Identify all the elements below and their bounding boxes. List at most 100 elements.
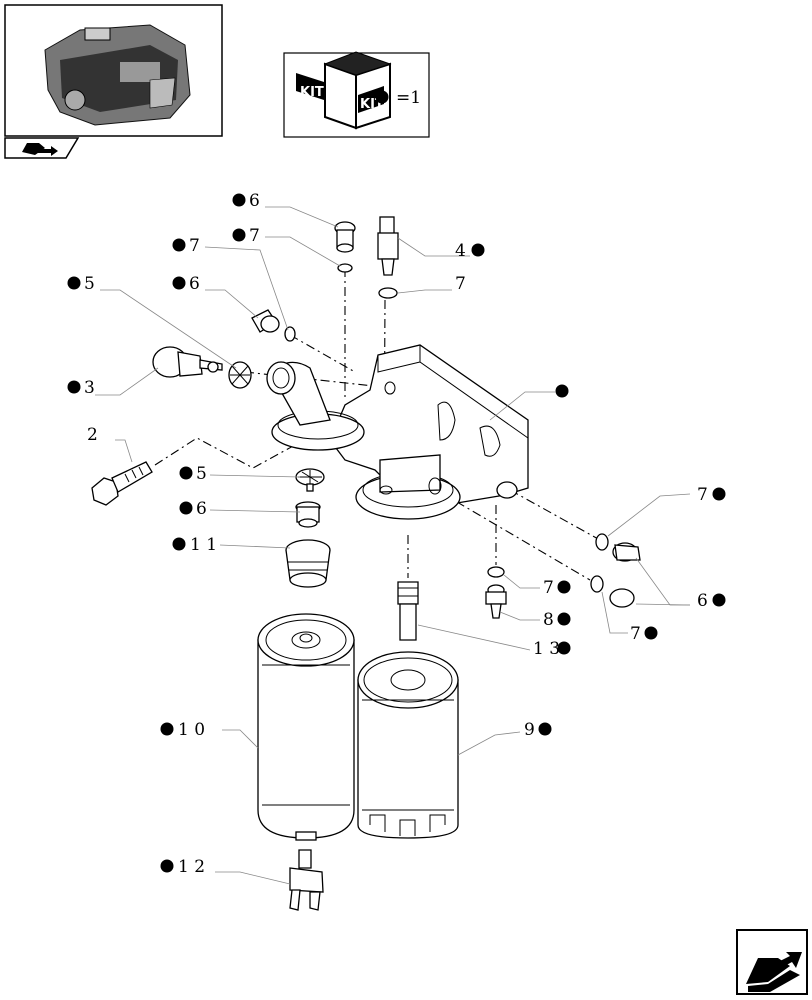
kit-bullet-icon xyxy=(172,238,186,252)
kit-bullet-icon xyxy=(557,612,571,626)
callout-number: 7 xyxy=(189,236,200,256)
callout-number: 8 xyxy=(543,610,554,630)
engine-icon xyxy=(44,24,191,126)
oring-top-7 xyxy=(337,263,353,273)
kit-bullet-icon xyxy=(538,722,552,736)
adapter-11 xyxy=(285,539,331,588)
plug-8 xyxy=(485,584,507,619)
callout-number: 5 xyxy=(84,274,95,294)
kit-bullet-icon xyxy=(179,466,193,480)
callout-number: 6 xyxy=(249,191,260,211)
callout-6c[interactable]: 6 xyxy=(179,499,207,519)
callout-6d[interactable]: 6 xyxy=(697,591,726,611)
kit-bullet-icon xyxy=(172,276,186,290)
filter-head-housing xyxy=(266,344,529,520)
plug-left-6 xyxy=(251,309,280,333)
kit-bullet-icon xyxy=(67,276,81,290)
kit-legend: KIT KIT =1 xyxy=(283,51,430,138)
callout-10[interactable]: 1 0 xyxy=(160,720,206,740)
primer-pump-3 xyxy=(152,346,223,378)
callout-5a[interactable]: 5 xyxy=(67,274,95,294)
callout-number: 1 0 xyxy=(178,720,205,740)
callout-3[interactable]: 3 xyxy=(67,378,95,398)
callout-number: 5 xyxy=(196,464,207,484)
callout-number: 6 xyxy=(697,591,708,611)
callout-number: 7 xyxy=(697,485,708,505)
callout-number: 4 xyxy=(455,241,466,261)
callout-number: 1 1 xyxy=(190,535,217,555)
callout-9[interactable]: 9 xyxy=(524,720,552,740)
kit-bullet-icon xyxy=(644,626,658,640)
kit-bullet-icon xyxy=(471,243,485,257)
drain-valve-12 xyxy=(289,849,324,911)
callout-12[interactable]: 1 2 xyxy=(160,857,206,877)
oring-7-lower xyxy=(487,566,505,578)
kit-bullet-icon xyxy=(555,384,569,398)
callout-number: 1 2 xyxy=(178,857,205,877)
nipple-13 xyxy=(397,581,419,641)
bolt-2 xyxy=(91,461,153,506)
callout-4[interactable]: 4 xyxy=(455,241,485,261)
kit-bullet-icon xyxy=(375,90,389,104)
callout-number: 7 xyxy=(455,274,466,294)
callout-11[interactable]: 1 1 xyxy=(172,535,218,555)
book-arrow-icon xyxy=(22,143,58,156)
callouts: 6 7 7 4 5 6 7 3 2 5 6 1 1 7 7 8 6 7 1 3 … xyxy=(67,191,726,877)
callout-number: 9 xyxy=(524,720,535,740)
callout-number: 1 3 xyxy=(533,639,560,659)
nav-back-tab[interactable] xyxy=(4,137,80,159)
plug-6 xyxy=(295,501,321,528)
pressure-sensor-4 xyxy=(377,216,399,276)
kit-bullet-icon xyxy=(67,380,81,394)
plug-right-6a xyxy=(612,542,641,562)
oring-right-7b xyxy=(590,575,604,593)
callout-number: 3 xyxy=(84,378,95,398)
callout-number: 7 xyxy=(249,226,260,246)
leader-lines xyxy=(95,206,691,885)
callout-6b[interactable]: 6 xyxy=(172,274,200,294)
callout-5b[interactable]: 5 xyxy=(179,464,207,484)
kit-bullet-icon xyxy=(557,580,571,594)
valve-disc-5 xyxy=(295,468,325,492)
plug-top-6 xyxy=(334,221,356,253)
callout-7e[interactable]: 7 xyxy=(543,578,571,598)
kit-bullet-icon xyxy=(160,859,174,873)
callout-1[interactable] xyxy=(555,384,569,398)
callout-number: 7 xyxy=(543,578,554,598)
oring-right-7a xyxy=(595,533,609,551)
callout-number: 7 xyxy=(630,624,641,644)
kit-equals-text: =1 xyxy=(396,88,421,108)
kit-bullet-icon xyxy=(712,487,726,501)
oil-filter-9 xyxy=(357,651,459,839)
kit-bullet-icon xyxy=(557,641,571,655)
callout-number: 6 xyxy=(189,274,200,294)
kit-bullet-icon xyxy=(232,228,246,242)
next-page-arrow-icon xyxy=(746,952,802,992)
callout-13[interactable]: 1 3 xyxy=(533,639,571,659)
oring-sensor-7 xyxy=(378,287,398,299)
kit-bullet-icon xyxy=(172,537,186,551)
callout-7d[interactable]: 7 xyxy=(697,485,726,505)
callout-number: 2 xyxy=(87,425,98,445)
kit-bullet-icon xyxy=(232,193,246,207)
callout-7f[interactable]: 7 xyxy=(630,624,658,644)
callout-2[interactable]: 2 xyxy=(87,425,98,445)
kit-bullet-icon xyxy=(179,501,193,515)
valve-disc-5-left xyxy=(228,361,252,389)
kit-bullet-icon xyxy=(160,722,174,736)
oring-left-7 xyxy=(284,326,296,342)
callout-number: 6 xyxy=(196,499,207,519)
next-page-button[interactable] xyxy=(736,929,808,995)
callout-7c[interactable]: 7 xyxy=(455,274,466,294)
fuel-filter-10 xyxy=(257,613,355,841)
kit-box-icon: KIT KIT xyxy=(296,51,392,130)
kit-word-left: KIT xyxy=(300,85,324,100)
callout-6a[interactable]: 6 xyxy=(232,191,260,211)
callout-7a[interactable]: 7 xyxy=(232,226,260,246)
engine-thumbnail[interactable] xyxy=(4,4,223,137)
callout-8[interactable]: 8 xyxy=(543,610,571,630)
kit-bullet-icon xyxy=(712,593,726,607)
plug-right-6b xyxy=(609,588,635,608)
callout-7b[interactable]: 7 xyxy=(172,236,200,256)
